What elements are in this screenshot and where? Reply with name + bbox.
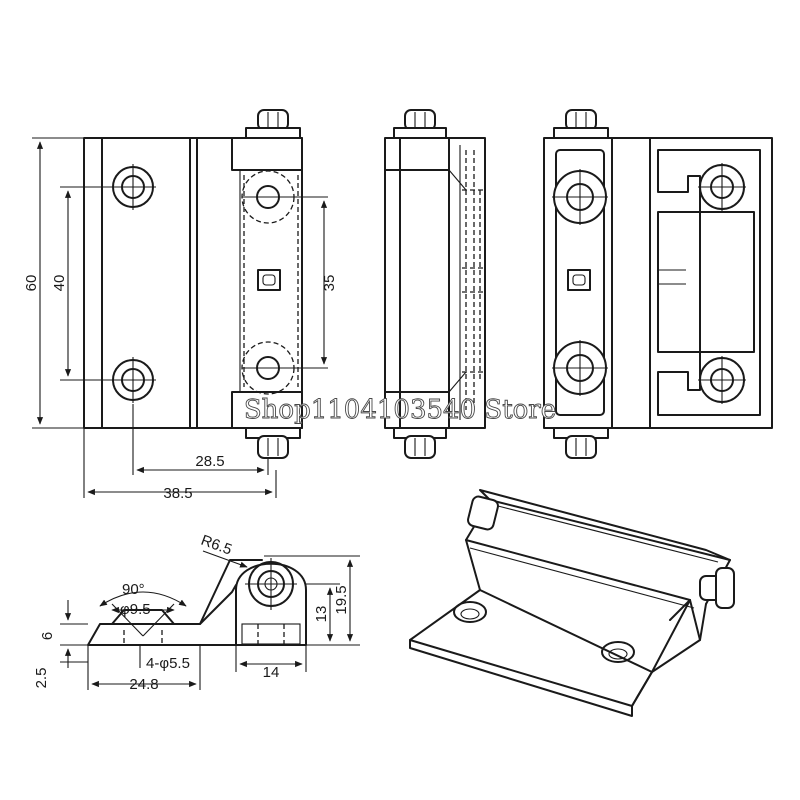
hidden-hole-bottom <box>241 341 328 395</box>
dim-angle: 90° <box>122 581 145 598</box>
side-view <box>384 109 486 459</box>
latch-symbol <box>257 269 281 291</box>
back-hole-left-top <box>552 169 608 225</box>
section-view: 90° φ9.5 R6.5 6 2.5 4-φ5.5 24.8 14 13 19… <box>33 532 360 693</box>
back-hole-right-top <box>698 163 746 211</box>
dim-holes: 4-φ5.5 <box>146 655 190 672</box>
bolt-bottom <box>245 427 301 459</box>
back-bolt-top <box>553 109 609 139</box>
dim-knuckle-width: 14 <box>263 664 280 681</box>
back-hole-left-bottom <box>552 340 608 396</box>
dim-knuckle-height: 13 <box>313 606 330 623</box>
back-plate-slot <box>657 149 761 416</box>
side-bolt-bottom <box>393 427 447 459</box>
front-view: 60 40 35 28.5 38.5 <box>23 109 338 502</box>
section-knuckle <box>235 562 307 646</box>
isometric-view <box>409 489 735 717</box>
front-view-outline <box>83 137 303 429</box>
back-bolt-bottom <box>553 427 609 459</box>
dim-hole-spacing: 40 <box>51 275 68 292</box>
dim-hole-offset: 28.5 <box>195 453 224 470</box>
back-latch-symbol <box>567 269 591 291</box>
dim-step: 2.5 <box>33 668 50 689</box>
iso-hole-left <box>453 601 487 623</box>
iso-plate-top <box>409 589 653 707</box>
dim-width: 38.5 <box>163 485 192 502</box>
dim-length: 24.8 <box>129 676 158 693</box>
dim-radius: R6.5 <box>199 532 235 559</box>
hidden-hole-top <box>241 170 328 224</box>
iso-hole-right <box>601 641 635 663</box>
mount-hole-bottom <box>110 357 156 403</box>
iso-plate-rising <box>465 539 691 601</box>
dim-inner-spacing: 35 <box>321 275 338 292</box>
iso-bolt-bottom <box>699 567 735 609</box>
back-view-outline <box>543 137 773 429</box>
dim-countersink: φ9.5 <box>120 601 151 618</box>
back-hole-right-bottom <box>698 356 746 404</box>
dim-thickness: 6 <box>39 632 56 640</box>
iso-bolt-top <box>467 495 499 531</box>
back-view <box>543 109 773 459</box>
mount-hole-top <box>110 164 156 210</box>
bolt-top <box>245 109 301 139</box>
dim-height: 60 <box>23 275 40 292</box>
side-bolt-top <box>393 109 447 139</box>
store-watermark: Shop1104103540 Store <box>244 395 556 425</box>
dim-total-height: 19.5 <box>333 585 350 614</box>
iso-knuckle <box>465 499 731 605</box>
